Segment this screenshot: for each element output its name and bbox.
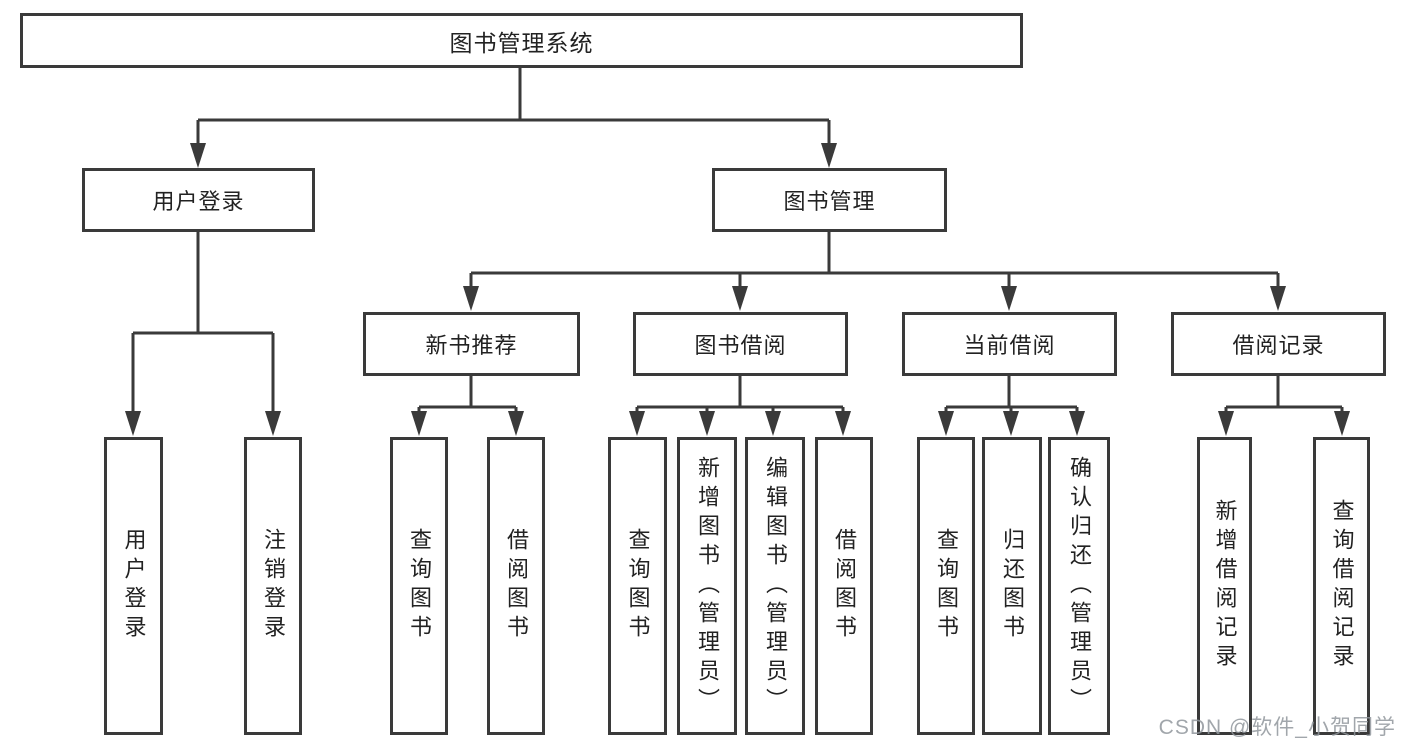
node-label: 新书推荐 xyxy=(425,333,518,358)
leaf-confirm-return-admin: 确认归还（管理员） xyxy=(1048,437,1110,735)
node-book-borrowing: 图书借阅 xyxy=(633,312,848,376)
node-label: 编辑图书（管理员） xyxy=(763,455,788,717)
leaf-query-borrow-record: 查询借阅记录 xyxy=(1313,437,1370,735)
connector-paths xyxy=(131,68,1344,413)
node-label: 当前借阅 xyxy=(963,333,1056,358)
node-label: 查询图书 xyxy=(625,528,651,644)
leaf-add-book-admin: 新增图书（管理员） xyxy=(677,437,737,735)
node-label: 注销登录 xyxy=(261,528,286,644)
leaf-return-books: 归还图书 xyxy=(982,437,1042,735)
node-borrowing-records: 借阅记录 xyxy=(1171,312,1386,376)
leaf-edit-book-admin: 编辑图书（管理员） xyxy=(745,437,805,735)
node-label: 查询借阅记录 xyxy=(1329,499,1355,673)
node-book-management: 图书管理 xyxy=(712,168,947,232)
node-label: 用户登录 xyxy=(121,528,147,644)
leaf-add-borrow-record: 新增借阅记录 xyxy=(1197,437,1252,735)
connector-arrowheads xyxy=(125,143,1350,436)
node-user-login-group: 用户登录 xyxy=(82,168,315,232)
node-label: 归还图书 xyxy=(1000,528,1025,644)
leaf-query-books-recommend: 查询图书 xyxy=(390,437,448,735)
leaf-borrow-books-recommend: 借阅图书 xyxy=(487,437,545,735)
node-label: 查询图书 xyxy=(934,528,959,644)
node-label: 图书管理系统 xyxy=(449,29,594,56)
node-label: 新增图书（管理员） xyxy=(695,455,720,717)
node-current-borrowing: 当前借阅 xyxy=(902,312,1117,376)
node-label: 图书管理 xyxy=(783,189,876,214)
node-label: 确认归还（管理员） xyxy=(1067,455,1092,717)
node-library-management-system: 图书管理系统 xyxy=(20,13,1023,68)
node-label: 借阅图书 xyxy=(832,528,857,644)
csdn-watermark: CSDN @软件_小贺同学 xyxy=(1158,716,1396,739)
leaf-user-login: 用户登录 xyxy=(104,437,163,735)
node-label: 新增借阅记录 xyxy=(1212,499,1238,673)
node-label: 图书借阅 xyxy=(694,333,787,358)
leaf-query-books-current: 查询图书 xyxy=(917,437,975,735)
leaf-borrow-books: 借阅图书 xyxy=(815,437,873,735)
node-new-book-recommendation: 新书推荐 xyxy=(363,312,580,376)
node-label: 借阅图书 xyxy=(504,528,529,644)
node-label: 用户登录 xyxy=(152,189,245,214)
node-label: 借阅记录 xyxy=(1232,333,1325,358)
leaf-query-books-borrowing: 查询图书 xyxy=(608,437,667,735)
node-label: 查询图书 xyxy=(407,528,432,644)
leaf-logout: 注销登录 xyxy=(244,437,302,735)
